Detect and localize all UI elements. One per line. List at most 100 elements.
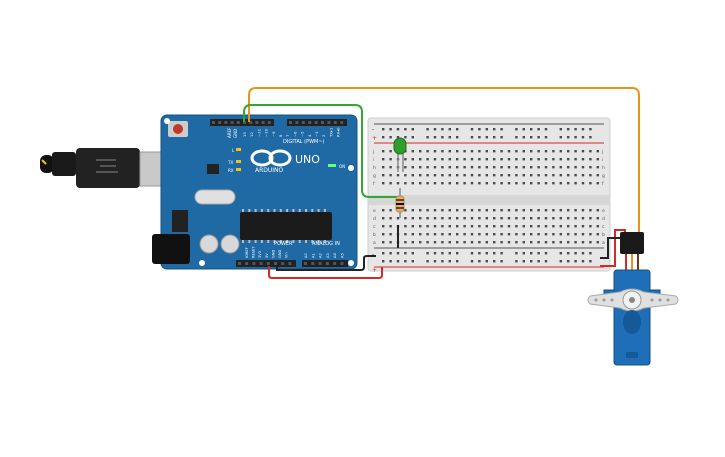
breadboard-hole[interactable] [537,174,540,177]
breadboard-hole[interactable] [567,260,570,263]
breadboard-hole[interactable] [493,136,496,139]
breadboard-hole[interactable] [426,217,429,220]
breadboard-hole[interactable] [478,233,481,236]
breadboard-hole[interactable] [478,252,481,255]
breadboard-hole[interactable] [581,150,585,153]
breadboard-hole[interactable] [426,209,429,212]
breadboard-hole[interactable] [589,233,592,236]
breadboard-hole[interactable] [433,174,437,177]
breadboard-hole[interactable] [581,158,585,161]
breadboard-hole[interactable] [411,260,414,263]
breadboard-hole[interactable] [559,209,562,212]
breadboard-hole[interactable] [522,182,525,185]
power-wire-red[interactable] [268,266,383,279]
breadboard-hole[interactable] [515,233,518,236]
breadboard-hole[interactable] [581,128,585,131]
breadboard-hole[interactable] [500,150,503,153]
breadboard-hole[interactable] [426,225,429,228]
header-pin[interactable] [333,121,337,124]
breadboard-hole[interactable] [463,225,466,228]
breadboard-hole[interactable] [389,136,392,139]
breadboard-hole[interactable] [478,128,481,131]
breadboard-hole[interactable] [530,209,533,212]
breadboard-hole[interactable] [515,241,518,244]
header-pin[interactable] [308,121,312,124]
breadboard-hole[interactable] [589,174,592,177]
breadboard-hole[interactable] [507,150,511,153]
breadboard-hole[interactable] [463,174,466,177]
breadboard-hole[interactable] [382,128,385,131]
breadboard-hole[interactable] [448,209,451,212]
breadboard-hole[interactable] [426,182,429,185]
breadboard-hole[interactable] [537,233,540,236]
header-pin[interactable] [238,262,241,265]
breadboard-hole[interactable] [433,158,437,161]
breadboard-hole[interactable] [426,174,429,177]
breadboard-hole[interactable] [596,182,599,185]
breadboard-hole[interactable] [537,166,540,169]
breadboard-hole[interactable] [507,225,511,228]
breadboard-hole[interactable] [382,150,385,153]
breadboard-hole[interactable] [552,233,555,236]
breadboard-hole[interactable] [537,217,540,220]
header-pin[interactable] [311,262,315,265]
breadboard-hole[interactable] [456,225,459,228]
breadboard-hole[interactable] [441,241,444,244]
breadboard-hole[interactable] [567,233,570,236]
breadboard-hole[interactable] [522,128,525,131]
breadboard-hole[interactable] [470,182,474,185]
breadboard-hole[interactable] [433,233,437,236]
breadboard-hole[interactable] [478,209,481,212]
breadboard-hole[interactable] [544,217,548,220]
breadboard-hole[interactable] [419,150,422,153]
breadboard-hole[interactable] [456,128,459,131]
breadboard-hole[interactable] [574,209,577,212]
breadboard-hole[interactable] [426,233,429,236]
breadboard-hole[interactable] [552,241,555,244]
breadboard-hole[interactable] [433,128,437,131]
breadboard-hole[interactable] [419,209,422,212]
breadboard-hole[interactable] [530,174,533,177]
breadboard-hole[interactable] [404,252,407,255]
breadboard-hole[interactable] [411,158,414,161]
breadboard-hole[interactable] [589,241,592,244]
breadboard-hole[interactable] [426,166,429,169]
header-pin[interactable] [295,121,299,124]
breadboard-hole[interactable] [493,233,496,236]
breadboard-hole[interactable] [448,225,451,228]
breadboard-hole[interactable] [382,233,385,236]
breadboard-hole[interactable] [574,225,577,228]
breadboard-hole[interactable] [485,252,488,255]
servo-motor[interactable] [587,232,679,366]
breadboard-hole[interactable] [589,209,592,212]
breadboard-hole[interactable] [544,174,548,177]
breadboard-hole[interactable] [456,136,459,139]
breadboard-hole[interactable] [589,150,592,153]
header-pin[interactable] [325,262,329,265]
breadboard-hole[interactable] [544,260,548,263]
breadboard-hole[interactable] [589,182,592,185]
breadboard-hole[interactable] [411,241,414,244]
breadboard-hole[interactable] [441,209,444,212]
breadboard-hole[interactable] [589,217,592,220]
breadboard-hole[interactable] [507,241,511,244]
breadboard-hole[interactable] [515,136,518,139]
breadboard-hole[interactable] [493,174,496,177]
breadboard-hole[interactable] [522,150,525,153]
breadboard-hole[interactable] [530,225,533,228]
breadboard-hole[interactable] [404,182,407,185]
breadboard-hole[interactable] [530,241,533,244]
breadboard-hole[interactable] [433,136,437,139]
breadboard-hole[interactable] [448,260,451,263]
breadboard-hole[interactable] [433,209,437,212]
breadboard-hole[interactable] [552,174,555,177]
breadboard-hole[interactable] [411,150,414,153]
breadboard-hole[interactable] [596,217,599,220]
led[interactable] [393,137,407,172]
breadboard-hole[interactable] [382,225,385,228]
breadboard-hole[interactable] [559,150,562,153]
breadboard-hole[interactable] [537,260,540,263]
breadboard-hole[interactable] [574,241,577,244]
breadboard-hole[interactable] [596,158,599,161]
breadboard-hole[interactable] [478,241,481,244]
